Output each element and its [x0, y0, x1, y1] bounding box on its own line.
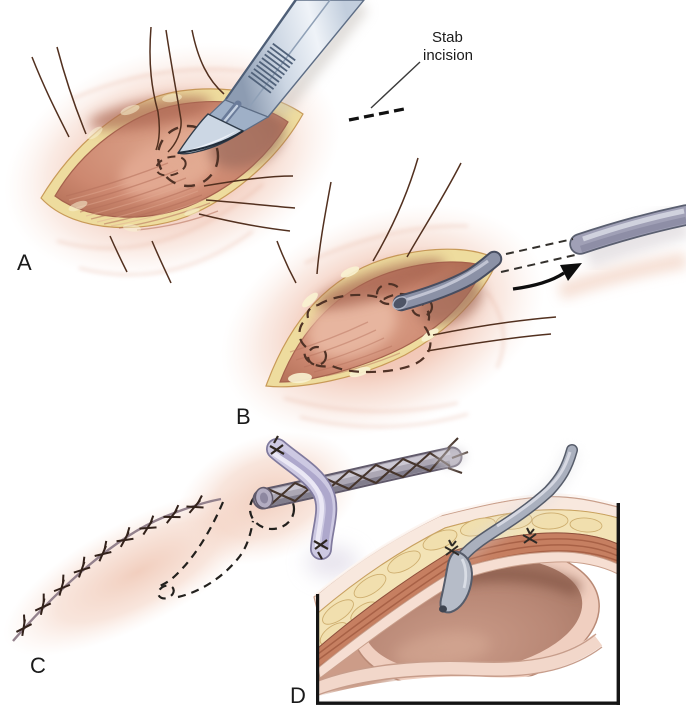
svg-text:A: A: [17, 250, 32, 275]
svg-text:Stab: Stab: [432, 29, 463, 46]
svg-text:D: D: [290, 683, 306, 708]
svg-text:C: C: [30, 653, 46, 678]
svg-text:incision: incision: [423, 47, 473, 64]
svg-text:B: B: [236, 404, 251, 429]
